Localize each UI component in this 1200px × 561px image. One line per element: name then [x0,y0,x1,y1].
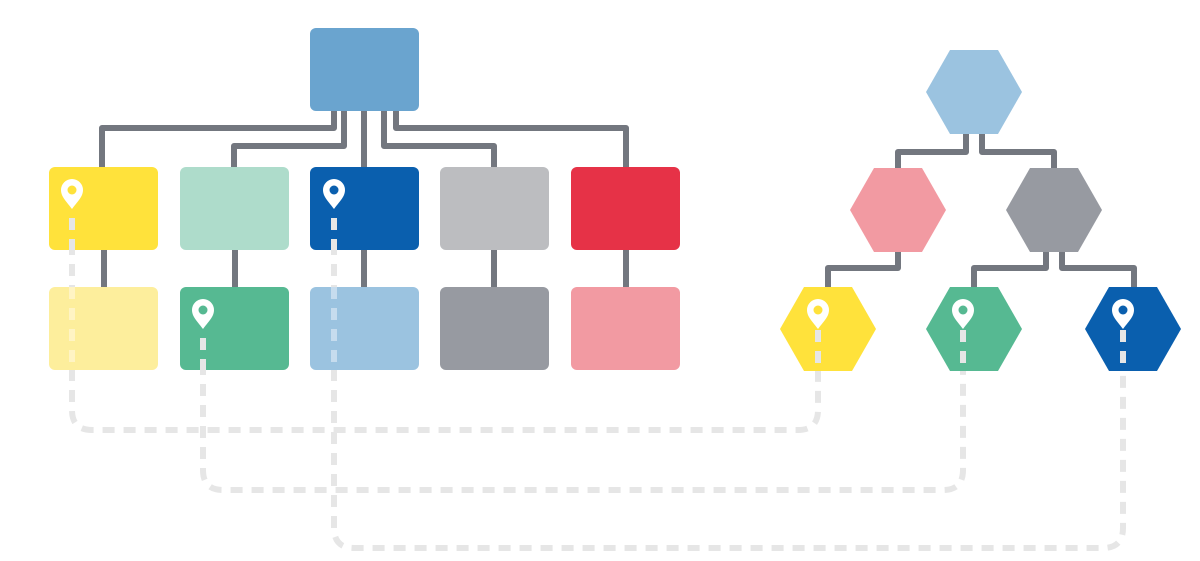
node-col5-bottom [571,287,680,370]
connector-pink-leaf1 [825,252,901,290]
node-col3-top [310,167,419,250]
hex-root [926,50,1022,134]
node-col2-bottom [180,287,289,370]
node-col5-top [571,167,680,250]
node-col1-top [49,167,158,250]
node-col4-bottom [440,287,549,370]
connector-root-col5 [393,108,629,167]
dashed-link-green [200,330,966,493]
hex-level2-gray [1006,168,1102,252]
left-tree-connectors [99,108,629,287]
left-root-box [310,28,419,111]
connector-gray-leaf2 [971,252,1049,290]
map-pins [61,179,1134,329]
node-col1-bottom [49,287,158,370]
right-tree-connectors [825,133,1137,290]
node-col4-top [440,167,549,250]
map-pin-icon [1112,299,1134,329]
connector-gray-leaf3 [1059,252,1137,290]
right-tree-hexagons [780,50,1181,371]
dashed-links [69,222,1126,551]
map-pin-icon [192,299,214,329]
map-pin-icon [61,179,83,209]
dashed-link-stubs [69,218,1126,371]
hex-level2-pink [850,168,946,252]
connector-hex-root-right [979,133,1057,172]
left-tree-row-top [49,167,680,250]
connector-root-col2 [231,108,347,167]
dashed-link-yellow [69,222,821,433]
hex-leaf-yellow [780,287,876,371]
connector-root-col1 [99,108,337,167]
left-tree-row-bottom [49,287,680,370]
hex-leaf-green [926,287,1022,371]
node-col3-bottom [310,287,419,370]
map-pin-icon [952,299,974,329]
hex-leaf-blue [1085,287,1181,371]
node-col2-top [180,167,289,250]
connector-hex-root-left [895,133,969,172]
map-pin-icon [323,179,345,209]
map-pin-icon [807,299,829,329]
connector-root-col4 [381,108,497,167]
